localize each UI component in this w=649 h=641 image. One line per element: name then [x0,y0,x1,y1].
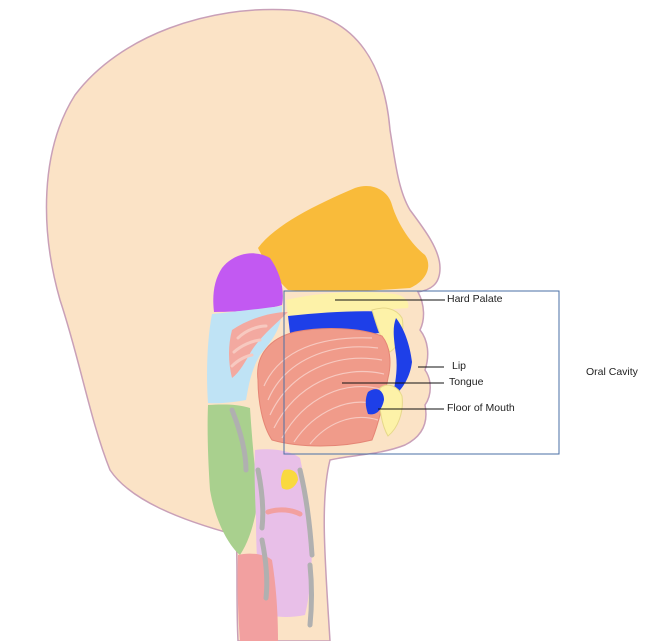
neck-muscle [208,404,258,555]
label-tongue: Tongue [449,376,483,388]
label-lip: Lip [452,360,466,372]
trachea [238,554,278,641]
label-oral-cavity: Oral Cavity [586,366,638,378]
label-floor-of-mouth: Floor of Mouth [447,402,515,414]
label-hard-palate: Hard Palate [447,293,502,305]
